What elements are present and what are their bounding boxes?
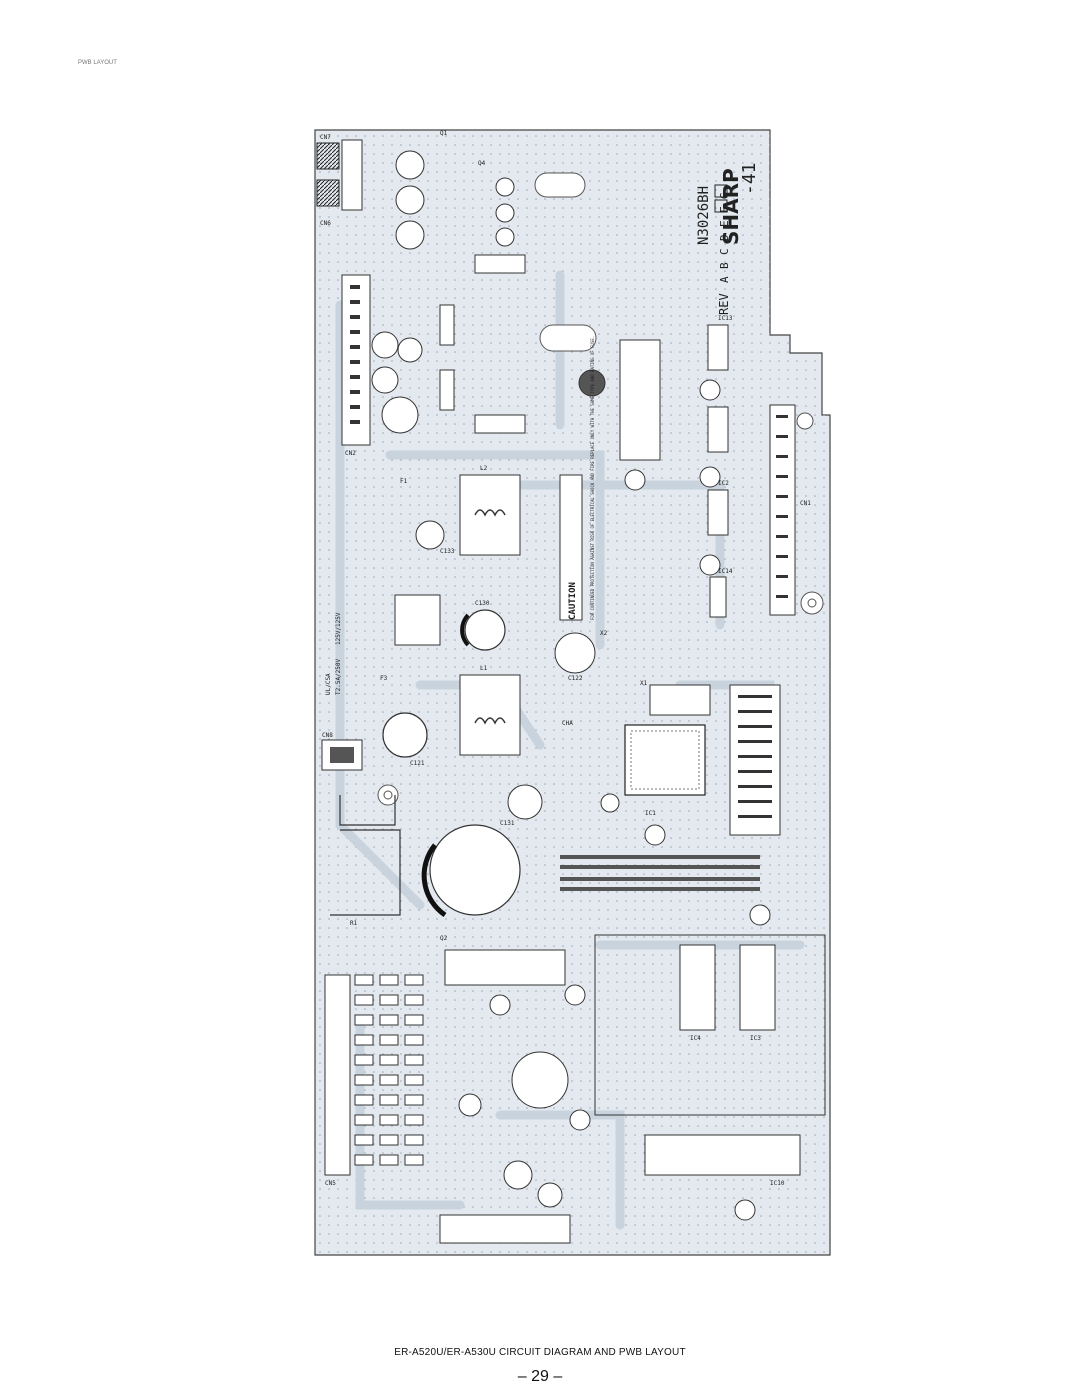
connector-cn5 [324,974,351,1176]
revision-c: C [718,248,731,255]
bridge-rectifier [394,594,441,646]
ul-mark: UL/CSA [325,673,332,695]
page-number: – 29 – [517,1368,563,1385]
label-r1: R1 [350,920,358,927]
revision-b: B [718,262,731,269]
revision-f: F [718,206,731,213]
label-ic13: IC13 [718,315,733,322]
label-cn7: CN7 [320,134,331,141]
label-ic2: IC2 [718,480,729,487]
line-filter-l2 [459,474,521,556]
main-cpu-ic1 [624,724,706,796]
revision-d: D [718,234,731,241]
capacitor-c121-large [429,824,521,916]
brand-logo: SHARP [719,168,743,245]
label-q1: Q1 [440,130,448,137]
label-cn1: CN1 [800,500,811,507]
label-ic4: IC4 [690,1035,701,1042]
label-cha: CHA [562,720,573,727]
label-c131: C131 [500,820,515,827]
line-filter-l1 [459,674,521,756]
fuse-rating: T2.5A/250V [335,658,342,695]
board-suffix: -41 [739,162,760,195]
revision-label: REV [717,293,731,315]
label-ic14: IC14 [718,568,733,575]
caution-label [559,474,583,621]
part-number: N3026BH [696,186,712,245]
header-tag: PWB LAYOUT [78,60,117,66]
label-cn5: CN5 [325,1180,336,1187]
memory-ic4 [679,944,716,1031]
revision-g: G [718,192,731,199]
mounting-slot-top [534,172,586,198]
board-marking: SHARP N3026BH [696,168,743,245]
label-x1: X1 [640,680,648,687]
document-footer-title: ER-A520U/ER-A530U CIRCUIT DIAGRAM AND PW… [394,1347,686,1358]
capacitor-c130 [464,609,506,651]
caution-text: FOR CONTINUED PROTECTION AGAINST RISK OF… [590,336,595,620]
label-q4: Q4 [478,160,486,167]
revision-e: E [718,220,731,227]
caution-title: CAUTION [568,582,578,620]
heatsink-bracket [330,795,401,916]
mounting-hole-top-right [796,412,814,430]
label-l2: L2 [480,465,488,472]
mounting-slot-middle [539,324,597,352]
label-ic1: IC1 [645,810,656,817]
label-c130: C130 [475,600,490,607]
connector-cn1 [769,404,796,616]
label-ic10: IC10 [770,1180,785,1187]
label-c121: C121 [410,760,425,767]
mounting-hole-left [377,784,399,806]
label-x2: X2 [600,630,608,637]
capacitor-c121 [382,712,428,758]
memory-ic3 [739,944,776,1031]
voltage-rating: 125V/125V [335,612,342,645]
label-l1: L1 [480,665,488,672]
mounting-hole-right [800,591,824,615]
revision-a: A [718,276,731,283]
label-cn8: CN8 [322,732,333,739]
label-q2: Q2 [440,935,448,942]
connector-cn7 [316,142,340,170]
label-ic3: IC3 [750,1035,761,1042]
label-cn2: CN2 [345,450,356,457]
pwb-layout-diagram: SHARP N3026BH REV A B C D E F G -41 CAUT… [300,125,840,1265]
label-c122: C122 [568,675,583,682]
label-f1: F1 [400,478,408,485]
label-f3: F3 [380,675,388,682]
label-cn6: CN6 [320,220,331,227]
label-c133: C133 [440,548,455,555]
